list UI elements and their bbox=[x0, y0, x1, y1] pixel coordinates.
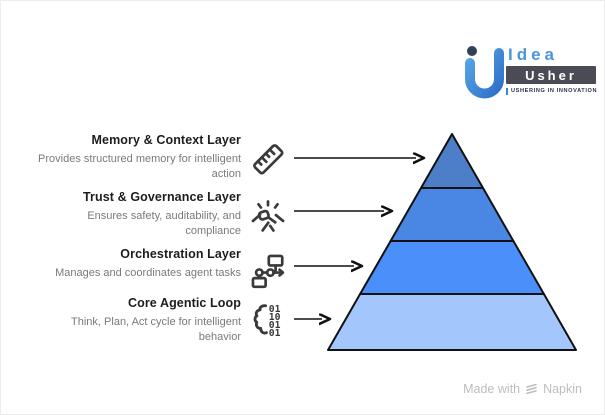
binary-text: 01 bbox=[269, 304, 281, 315]
layer-description: Provides structured memory for intellige… bbox=[38, 153, 241, 181]
layer-description: Manages and coordinates agent tasks bbox=[55, 267, 241, 279]
binary-text: 01 bbox=[269, 320, 281, 331]
layer-title: Orchestration Layer bbox=[120, 247, 241, 261]
made-with-napkin: Made with Napkin bbox=[463, 382, 582, 396]
logo-tagline: USHERING IN INNOVATION bbox=[506, 88, 597, 95]
ruler-icon bbox=[249, 140, 287, 178]
layer-row-trust-governance: Trust & Governance Layer Ensures safety,… bbox=[33, 190, 241, 239]
napkin-brand-text: Napkin bbox=[543, 382, 582, 396]
binary-text: 10 bbox=[269, 312, 281, 323]
layer-row-memory-context: Memory & Context Layer Provides structur… bbox=[33, 133, 241, 182]
pyramid-layers bbox=[327, 133, 577, 351]
layer-title: Trust & Governance Layer bbox=[82, 190, 241, 204]
idea-usher-logo-icon bbox=[462, 41, 508, 101]
layer-row-core-agentic: Core Agentic Loop Think, Plan, Act cycle… bbox=[33, 296, 241, 345]
logo-brand-top: Idea bbox=[508, 45, 559, 64]
layer-row-orchestration: Orchestration Layer Manages and coordina… bbox=[33, 247, 241, 281]
idea-usher-logo: Idea Usher USHERING IN INNOVATION bbox=[462, 41, 602, 103]
made-with-text: Made with bbox=[463, 382, 521, 396]
layer-description: Ensures safety, auditability, and compli… bbox=[87, 210, 241, 238]
layer-title: Memory & Context Layer bbox=[91, 133, 241, 147]
workflow-icon bbox=[249, 252, 287, 290]
brain-binary-icon: 01 10 01 01 bbox=[249, 301, 287, 339]
layer-description: Think, Plan, Act cycle for intelligent b… bbox=[71, 316, 241, 344]
pyramid-layer-memory-context bbox=[420, 133, 484, 189]
napkin-icon bbox=[526, 383, 537, 394]
handshake-icon bbox=[249, 198, 287, 236]
pyramid-layer-orchestration bbox=[359, 240, 545, 295]
logo-brand-bottom: Usher bbox=[506, 66, 596, 84]
pyramid-layer-core-agentic bbox=[327, 293, 577, 351]
binary-text: 01 bbox=[269, 328, 281, 339]
pyramid-layer-trust-governance bbox=[389, 187, 515, 242]
connector-arrows bbox=[294, 158, 416, 319]
layer-title: Core Agentic Loop bbox=[127, 296, 241, 310]
